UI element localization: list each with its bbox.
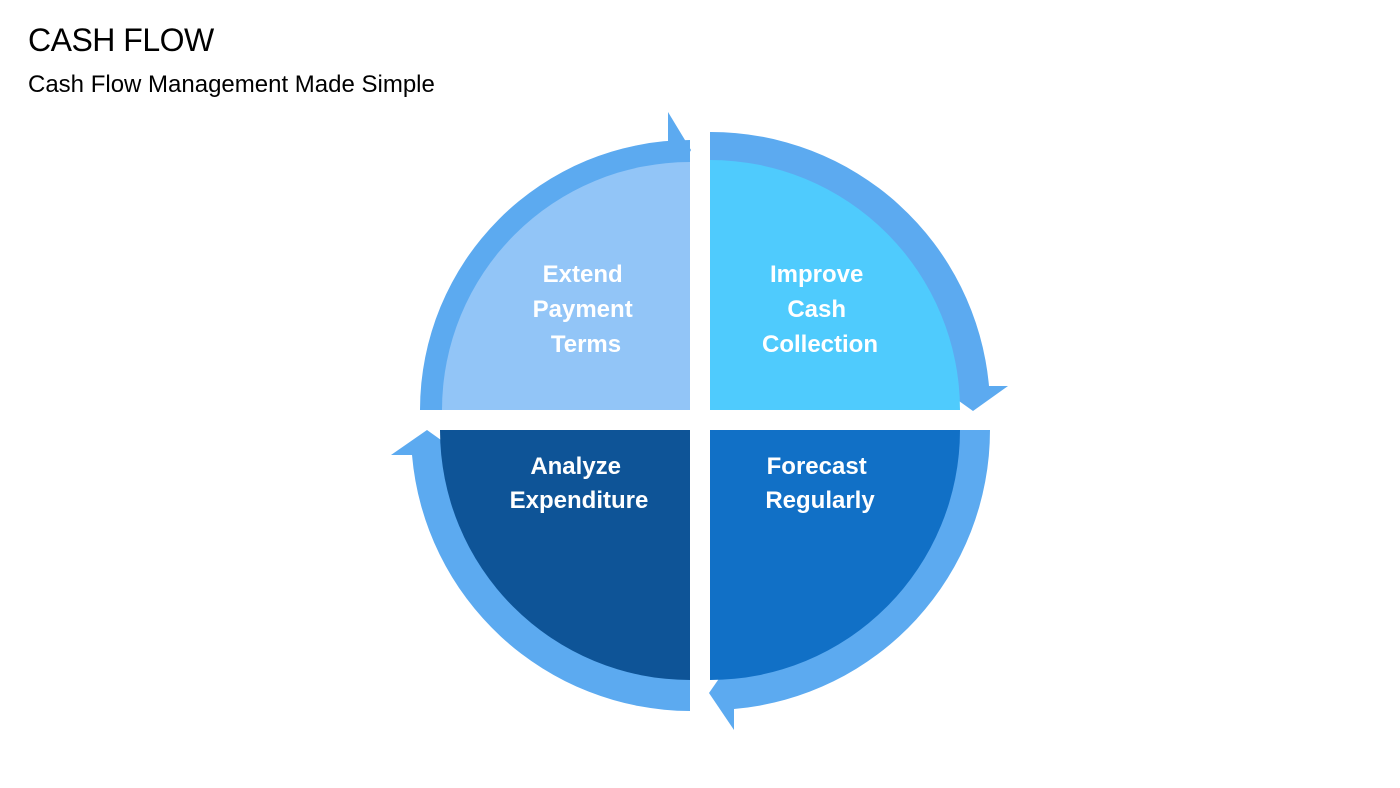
arrow-segment-top-right bbox=[710, 131, 989, 386]
quadrant-bottom-left bbox=[440, 430, 690, 680]
arrow-segment-bottom-left bbox=[412, 455, 690, 711]
quadrant-top-right bbox=[710, 160, 960, 410]
cycle-quadrants bbox=[440, 160, 960, 680]
quadrant-label-top-left: Extend Payment Terms bbox=[533, 261, 640, 358]
cycle-arrow-ring bbox=[391, 112, 1008, 730]
arrow-segment-bottom-right bbox=[734, 430, 990, 709]
quadrant-label-bottom-right: Forecast Regularly bbox=[765, 453, 875, 514]
quadrant-label-bottom-left: Analyze Expenditure bbox=[510, 453, 649, 514]
quadrant-top-left bbox=[442, 162, 690, 410]
quadrant-bottom-right bbox=[710, 430, 960, 680]
quadrant-label-top-right: Improve Cash Collection bbox=[762, 261, 878, 358]
slide-title: CASH FLOW bbox=[28, 22, 214, 58]
slide-subtitle: Cash Flow Management Made Simple bbox=[28, 71, 435, 98]
